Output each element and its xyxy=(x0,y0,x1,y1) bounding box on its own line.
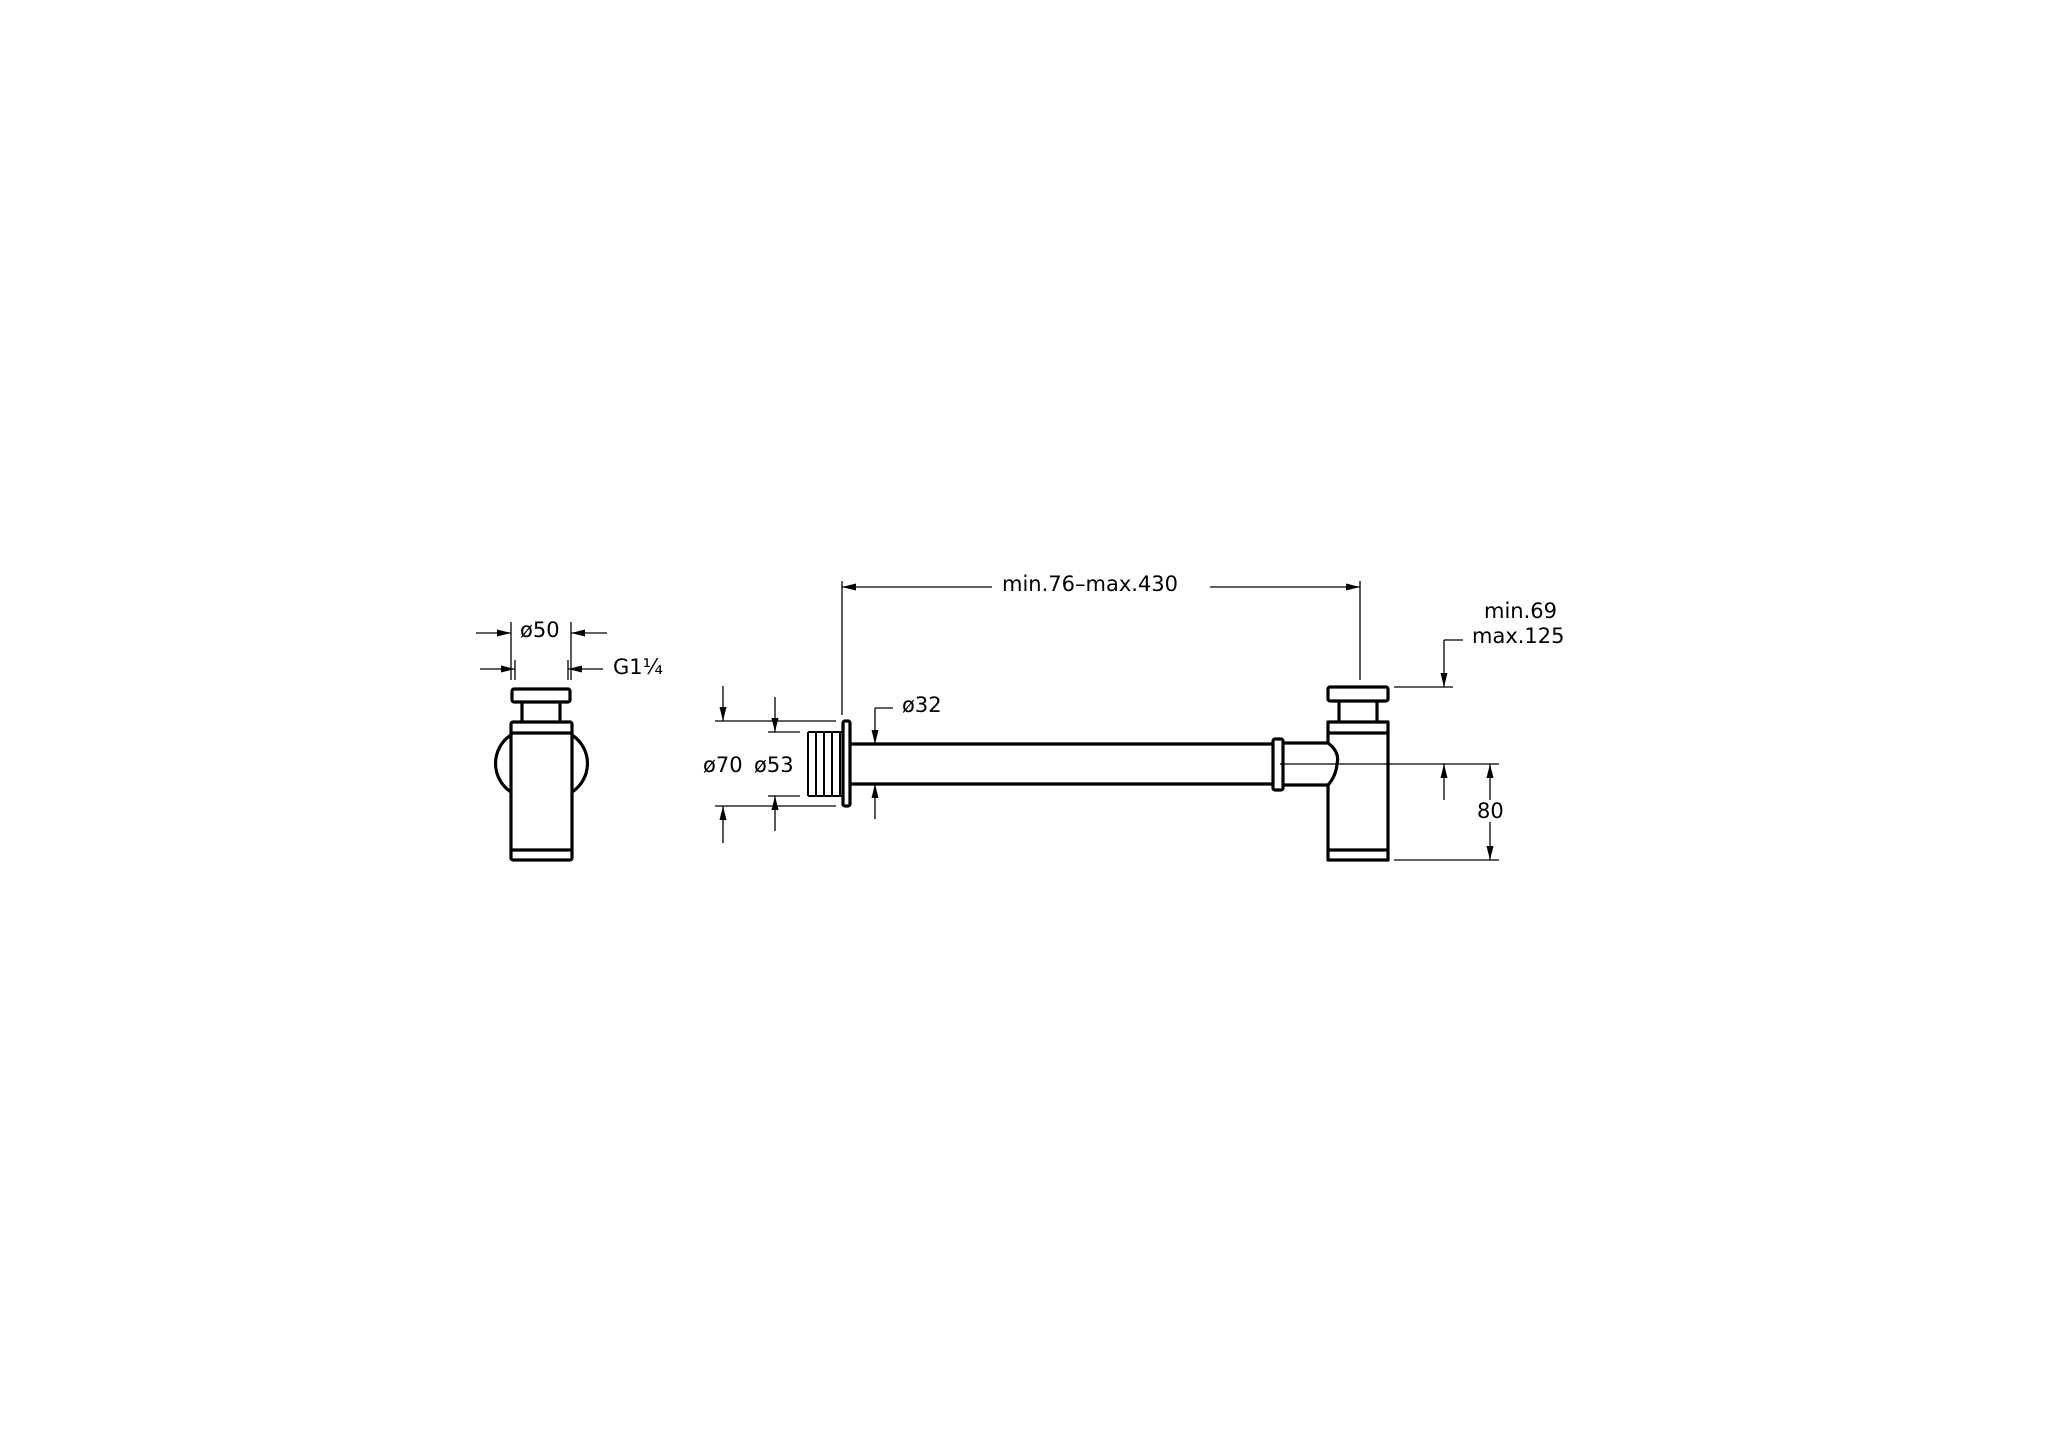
label-height-max: max.125 xyxy=(1472,624,1565,648)
label-outlet-height: 80 xyxy=(1477,799,1504,823)
label-diameter-70: ø70 xyxy=(703,753,743,777)
label-diameter-32: ø32 xyxy=(902,693,942,717)
trap-cap xyxy=(510,687,572,704)
side-view-trap xyxy=(493,687,590,862)
dimension-diameter-32 xyxy=(871,707,893,819)
dimension-length-range xyxy=(841,581,1361,715)
trap-body xyxy=(509,720,574,862)
dimension-thread-g1-1-4 xyxy=(480,660,603,680)
trap-cap xyxy=(1326,685,1390,703)
dimension-diameter-53 xyxy=(768,697,800,831)
threaded-wall-connector xyxy=(807,731,843,797)
label-thread-g1-1-4: G1¼ xyxy=(613,655,663,679)
dimension-outlet-height xyxy=(1394,764,1499,861)
wall-flange xyxy=(841,719,852,808)
extension-pipe xyxy=(850,742,1273,786)
inlet-arc-left xyxy=(493,733,512,794)
label-diameter-50: ø50 xyxy=(520,618,560,642)
inlet-arc-right xyxy=(571,733,590,794)
label-diameter-53: ø53 xyxy=(754,753,794,777)
label-height-min: min.69 xyxy=(1484,599,1557,623)
dimension-height-range xyxy=(1394,639,1463,800)
label-length-range: min.76–max.430 xyxy=(1002,572,1179,596)
front-view-trap xyxy=(1326,685,1390,862)
dimension-diameter-50 xyxy=(476,622,607,680)
